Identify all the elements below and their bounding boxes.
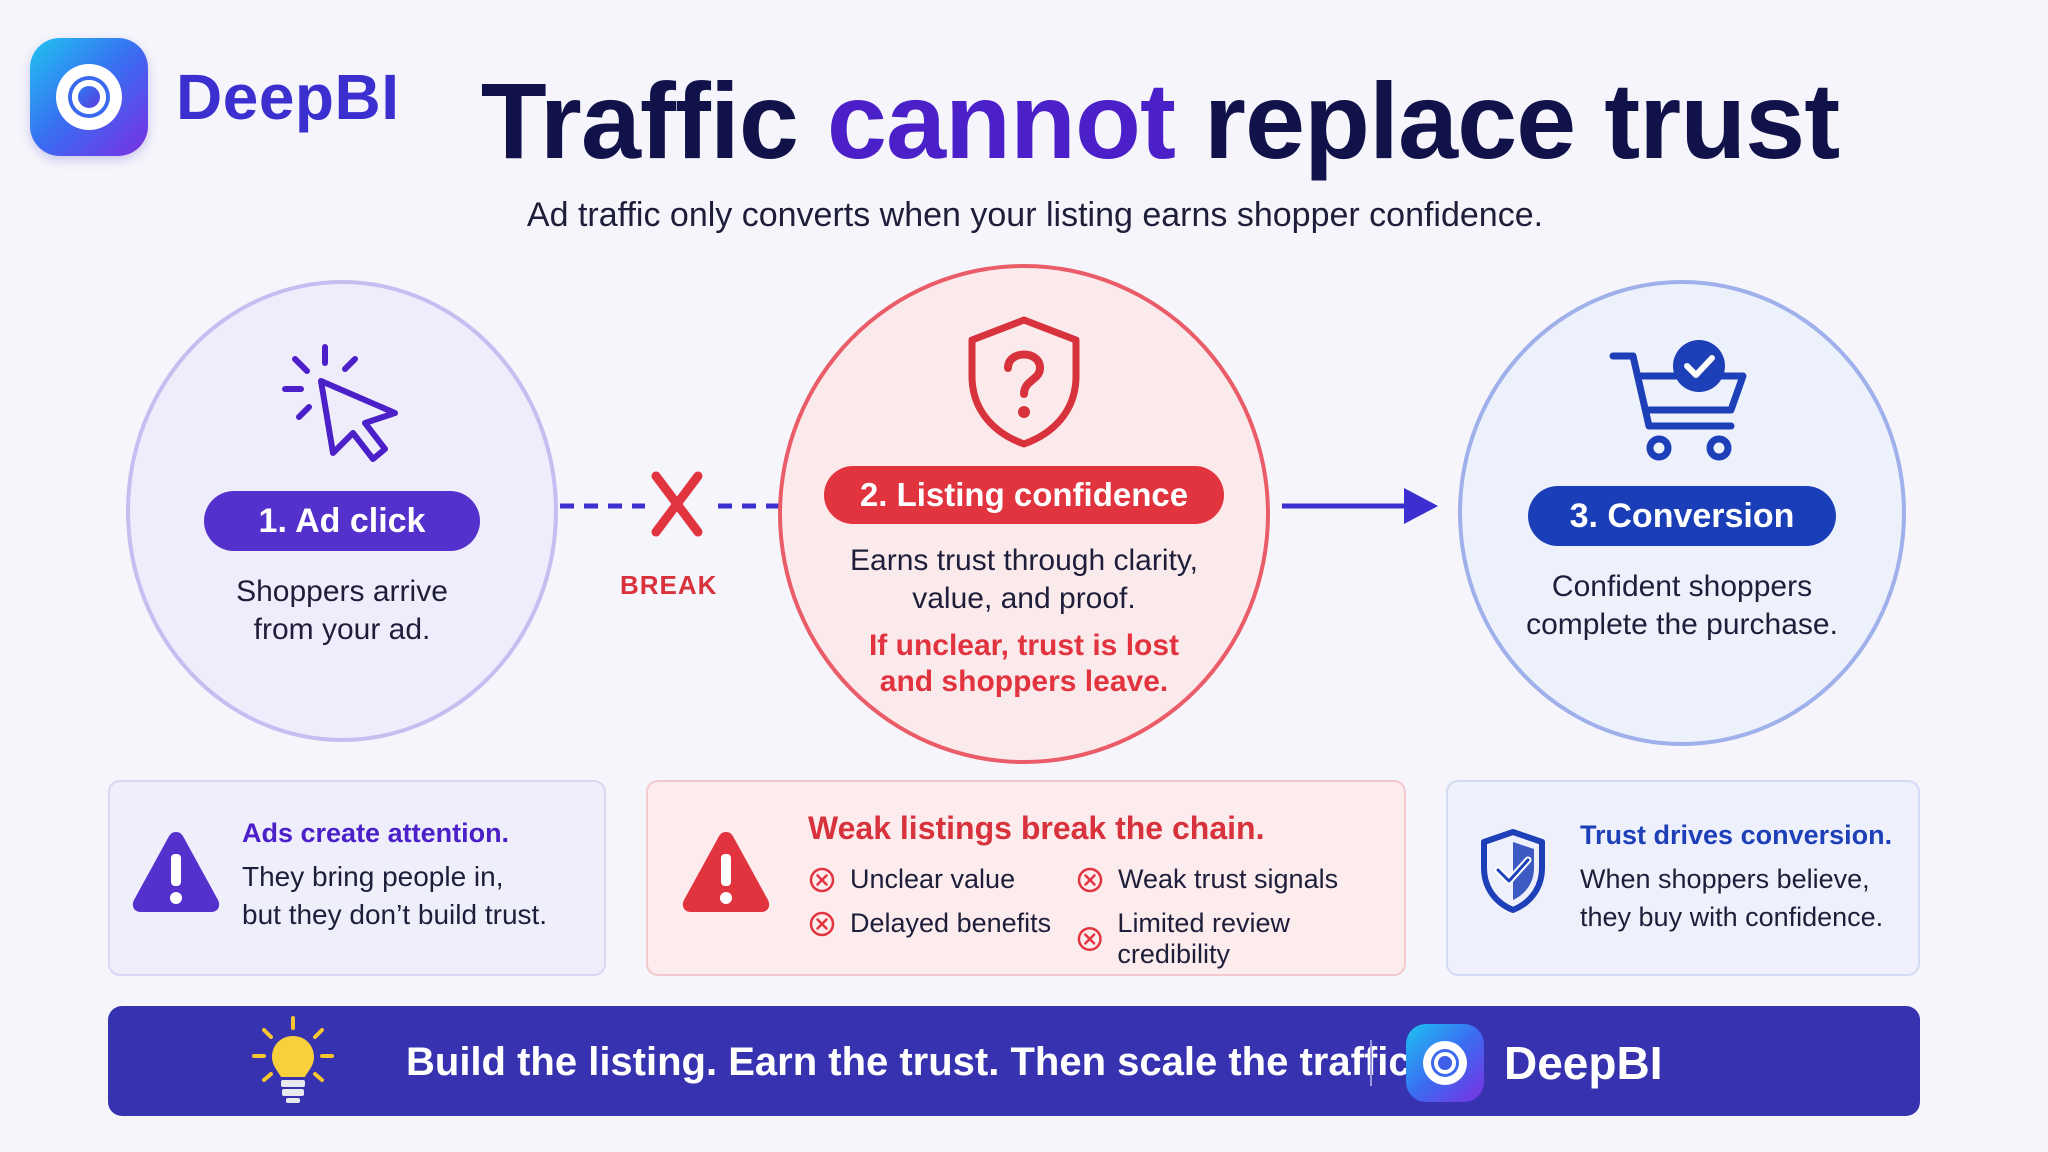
arrow-connector-icon — [1282, 488, 1438, 524]
card-trust-conversion: Trust drives conversion. When shoppers b… — [1446, 780, 1920, 976]
step2-desc-line1: Earns trust through clarity, — [850, 544, 1198, 577]
card-weak-title: Weak listings break the chain. — [808, 810, 1265, 846]
bottom-banner — [108, 1006, 1920, 1116]
x-circle-icon — [1077, 867, 1103, 892]
step1-label: 1. Ad click — [204, 491, 480, 551]
card-ads-title: Ads create attention. — [242, 818, 510, 848]
step2-warn-line2: and shoppers leave. — [879, 665, 1169, 698]
card-ads-attention: Ads create attention. They bring people … — [108, 780, 606, 976]
weak-bullet: Weak trust signals — [1076, 864, 1338, 895]
cart-check-icon — [1609, 340, 1747, 461]
shield-check-icon — [1481, 829, 1545, 913]
title-part1: Traffic — [480, 60, 827, 181]
warning-triangle-icon — [132, 832, 220, 912]
card-trust-body-line1: When shoppers believe, — [1580, 864, 1870, 894]
step2-label: 2. Listing confidence — [824, 466, 1224, 524]
step-conversion: 3. Conversion Confident shoppers complet… — [1458, 280, 1906, 746]
step-ad-click: 1. Ad click Shoppers arrive from your ad… — [126, 280, 558, 742]
break-x-icon — [651, 471, 703, 537]
card-weak-listings: Weak listings break the chain. Unclear v… — [646, 780, 1406, 976]
broken-connector — [560, 471, 780, 537]
weak-bullet: Unclear value — [808, 864, 1015, 895]
step1-desc-line1: Shoppers arrive — [236, 575, 448, 608]
card-trust-title: Trust drives conversion. — [1580, 820, 1893, 850]
brand-name: DeepBI — [176, 61, 400, 133]
card-ads-body-line1: They bring people in, — [242, 861, 504, 892]
step1-desc-line2: from your ad. — [253, 613, 431, 646]
card-ads-body-line2: but they don’t build trust. — [242, 899, 548, 930]
deepbi-logo-icon — [1406, 1024, 1484, 1102]
break-label: BREAK — [620, 570, 718, 600]
step3-label: 3. Conversion — [1528, 486, 1836, 546]
brand-logo: DeepBI — [30, 38, 400, 156]
step2-desc-line2: value, and proof. — [912, 582, 1136, 615]
step3-desc-line1: Confident shoppers — [1551, 570, 1813, 603]
step3-desc-line2: complete the purchase. — [1526, 608, 1838, 641]
banner-brand-name: DeepBI — [1504, 1037, 1663, 1089]
banner-tagline: Build the listing. Earn the trust. Then … — [406, 1040, 1422, 1084]
banner-divider — [1370, 1040, 1372, 1086]
page-title: Traffic cannot replace trust — [360, 60, 1960, 181]
x-circle-icon — [809, 911, 835, 936]
shield-question-icon — [968, 316, 1080, 448]
warning-triangle-icon — [682, 832, 770, 912]
weak-bullet: Delayed benefits — [808, 908, 1051, 939]
x-circle-icon — [809, 867, 835, 892]
title-part2: replace trust — [1174, 60, 1840, 181]
deepbi-logo-icon — [30, 38, 148, 156]
page-subtitle: Ad traffic only converts when your listi… — [526, 196, 1544, 234]
card-trust-body-line2: they buy with confidence. — [1580, 902, 1884, 932]
cursor-click-icon — [282, 344, 398, 462]
weak-bullet: Limited review credibility — [1076, 908, 1404, 970]
step-listing-confidence: 2. Listing confidence Earns trust throug… — [778, 264, 1270, 764]
x-circle-icon — [1077, 927, 1102, 951]
title-accent: cannot — [826, 60, 1176, 181]
lightbulb-icon — [252, 1016, 334, 1103]
step2-warn-line1: If unclear, trust is lost — [868, 629, 1180, 662]
